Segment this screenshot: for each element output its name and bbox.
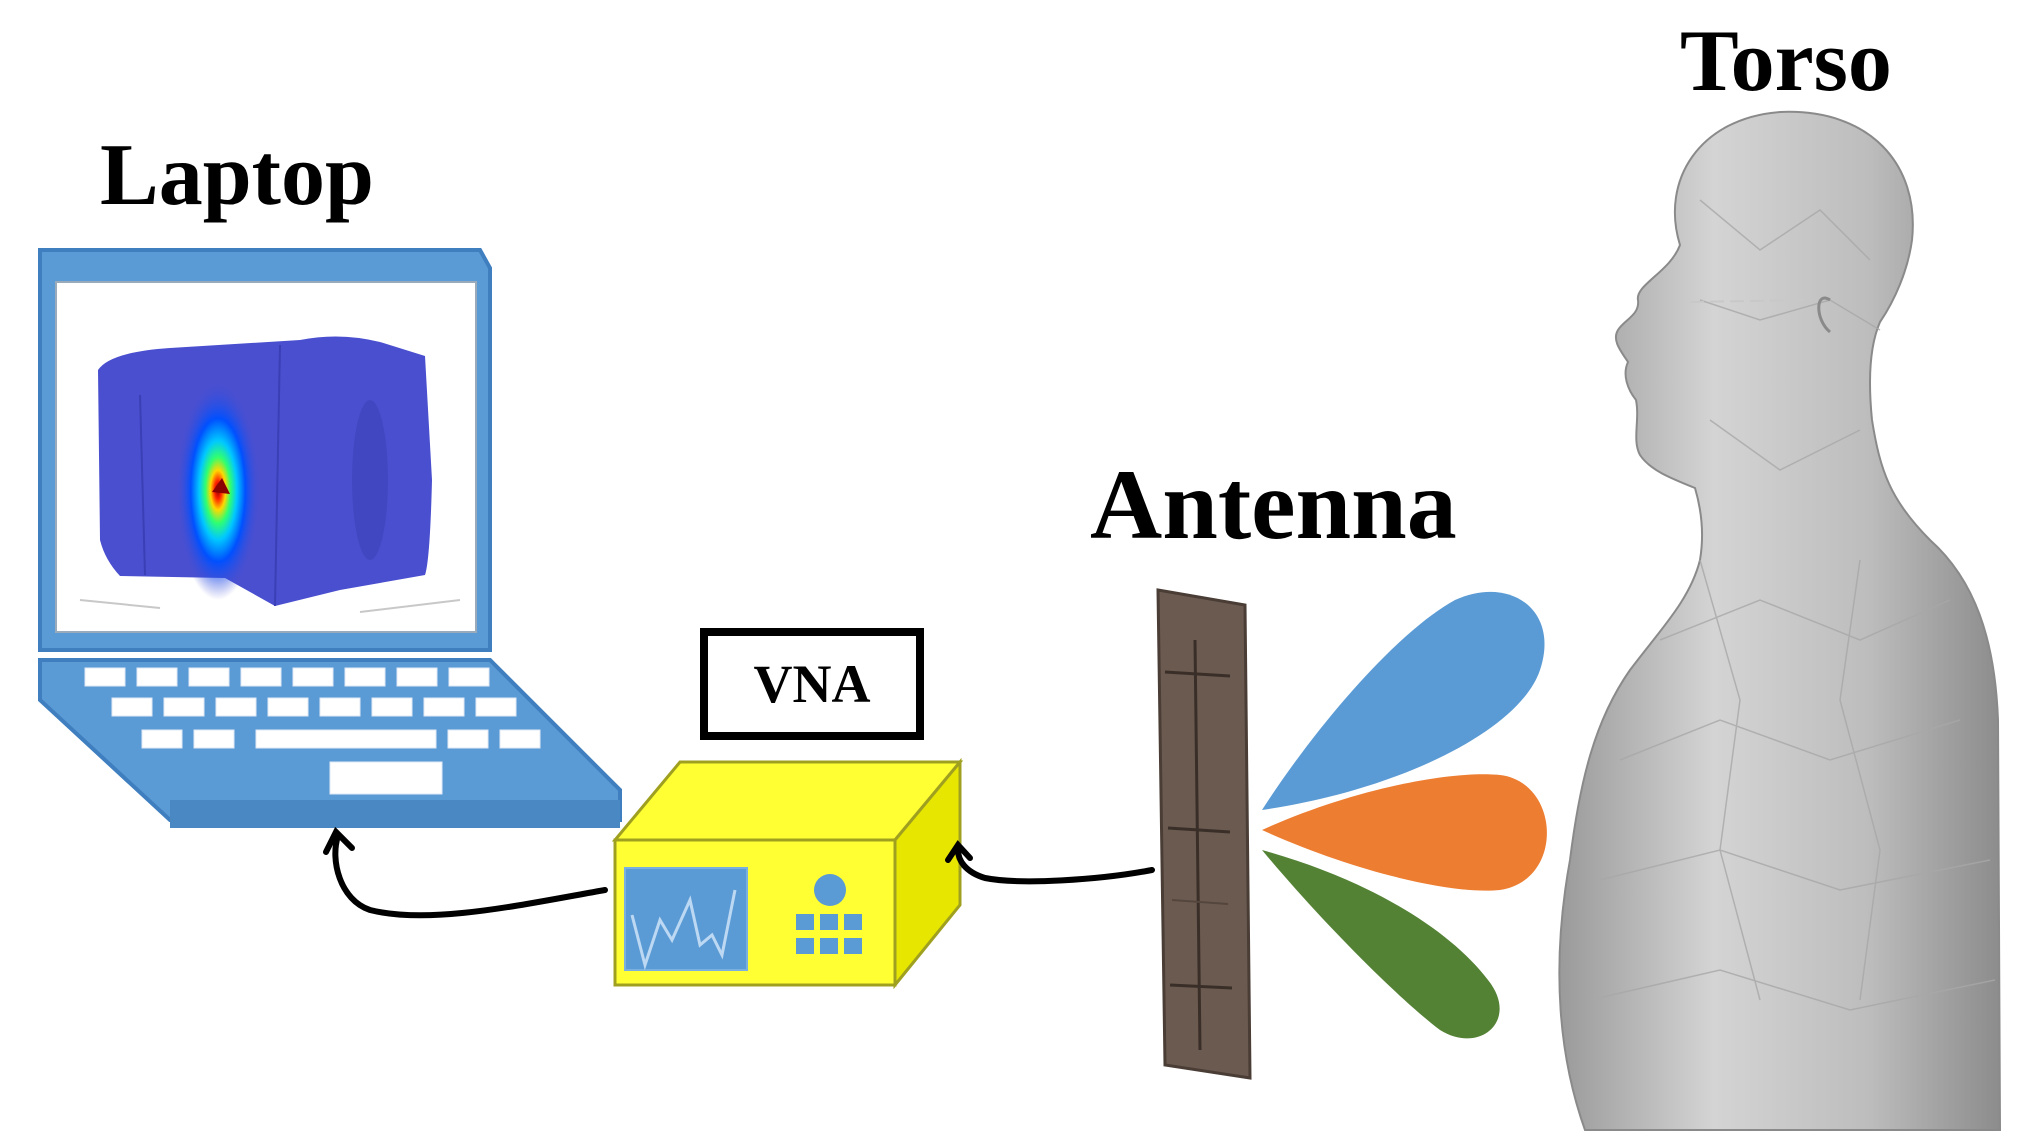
antenna-board-icon xyxy=(1156,588,1252,1080)
laptop-label: Laptop xyxy=(100,127,374,224)
vna-device-icon xyxy=(611,757,964,990)
human-torso-icon xyxy=(1558,110,2002,1131)
radiation-beam-icon xyxy=(1262,591,1547,1039)
torso-label: Torso xyxy=(1680,13,1892,110)
cable-arrow-icon xyxy=(323,826,1155,919)
antenna-label: Antenna xyxy=(1090,449,1457,560)
laptop-icon xyxy=(38,248,622,828)
sar-field-plot xyxy=(79,336,461,613)
vna-label-box: VNA xyxy=(700,628,924,740)
vna-label: VNA xyxy=(753,654,871,714)
